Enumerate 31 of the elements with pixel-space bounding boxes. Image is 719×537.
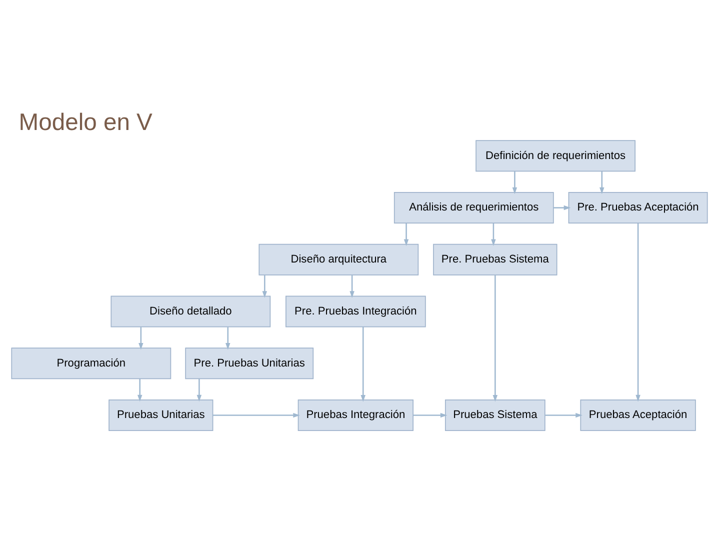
node-box: Pruebas Unitarias: [108, 399, 214, 431]
arrow: [262, 274, 268, 298]
arrow: [196, 378, 202, 402]
node-box: Diseño arquitectura: [258, 243, 419, 275]
arrow: [350, 274, 354, 298]
arrow: [554, 204, 571, 210]
diagram-title: Modelo en V: [18, 108, 152, 136]
arrow: [492, 274, 498, 402]
node-box: Pre. Pruebas Sistema: [433, 243, 558, 275]
arrow: [404, 222, 409, 246]
arrow: [600, 170, 604, 194]
node-box: Pre. Pruebas Aceptación: [568, 192, 708, 223]
arrow: [137, 378, 142, 402]
arrow: [545, 412, 582, 418]
node-box: Análisis de requerimientos: [394, 192, 554, 223]
arrow: [413, 412, 448, 418]
node-box: Pruebas Sistema: [444, 399, 546, 431]
node-box: Pre. Pruebas Integración: [286, 295, 426, 327]
node-box: Diseño detallado: [110, 295, 271, 327]
node-box: Definición de requerimientos: [476, 140, 636, 172]
arrow: [512, 170, 518, 194]
arrow: [360, 326, 366, 402]
arrow: [138, 326, 144, 350]
arrow: [226, 326, 230, 350]
arrow: [491, 222, 496, 246]
node-box: Pruebas Aceptación: [580, 399, 696, 431]
node-box: Pre. Pruebas Unitarias: [185, 347, 314, 379]
node-box: Pruebas Integración: [298, 399, 414, 431]
node-box: Programación: [11, 347, 172, 379]
arrow: [212, 412, 300, 418]
arrow: [636, 222, 640, 402]
